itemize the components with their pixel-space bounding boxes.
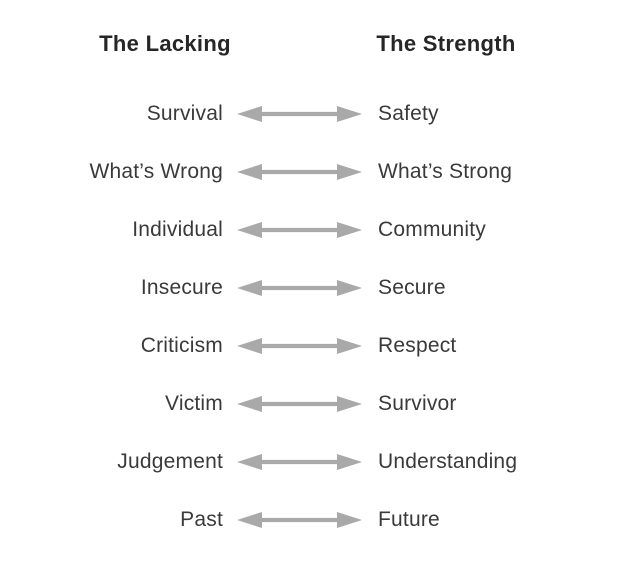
lacking-label: Individual bbox=[132, 218, 223, 241]
lacking-label: Past bbox=[180, 508, 223, 531]
double-headed-arrow-icon bbox=[223, 453, 362, 471]
double-headed-arrow-icon bbox=[223, 337, 362, 355]
strength-label: Secure bbox=[378, 276, 446, 299]
lacking-label: Victim bbox=[165, 392, 223, 415]
comparison-row: Past Future bbox=[0, 491, 620, 549]
lacking-label: Survival bbox=[146, 102, 223, 125]
comparison-row: What’s Wrong What’s Strong bbox=[0, 143, 620, 201]
strength-label: What’s Strong bbox=[378, 160, 513, 183]
comparison-row: Insecure Secure bbox=[0, 259, 620, 317]
double-headed-arrow-icon bbox=[223, 511, 362, 529]
comparison-rows: Survival Safety What’s Wrong What’s Str bbox=[0, 85, 620, 549]
double-headed-arrow-icon bbox=[223, 279, 362, 297]
strength-label: Survivor bbox=[378, 392, 457, 415]
strength-label: Respect bbox=[378, 334, 457, 357]
double-headed-arrow-icon bbox=[223, 221, 362, 239]
comparison-row: Criticism Respect bbox=[0, 317, 620, 375]
strength-label: Future bbox=[378, 508, 440, 531]
lacking-label: What’s Wrong bbox=[89, 160, 223, 183]
strength-label: Community bbox=[378, 218, 486, 241]
double-headed-arrow-icon bbox=[223, 395, 362, 413]
strength-label: Safety bbox=[378, 102, 439, 125]
comparison-row: Victim Survivor bbox=[0, 375, 620, 433]
double-headed-arrow-icon bbox=[223, 105, 362, 123]
lacking-label: Criticism bbox=[140, 334, 223, 357]
column-heading-lacking: The Lacking bbox=[99, 31, 231, 56]
lacking-label: Insecure bbox=[140, 276, 223, 299]
comparison-row: Judgement Understanding bbox=[0, 433, 620, 491]
comparison-row: Survival Safety bbox=[0, 85, 620, 143]
double-headed-arrow-icon bbox=[223, 163, 362, 181]
lacking-label: Judgement bbox=[117, 450, 223, 473]
comparison-row: Individual Community bbox=[0, 201, 620, 259]
strength-label: Understanding bbox=[378, 450, 518, 473]
column-heading-strength: The Strength bbox=[376, 31, 516, 56]
